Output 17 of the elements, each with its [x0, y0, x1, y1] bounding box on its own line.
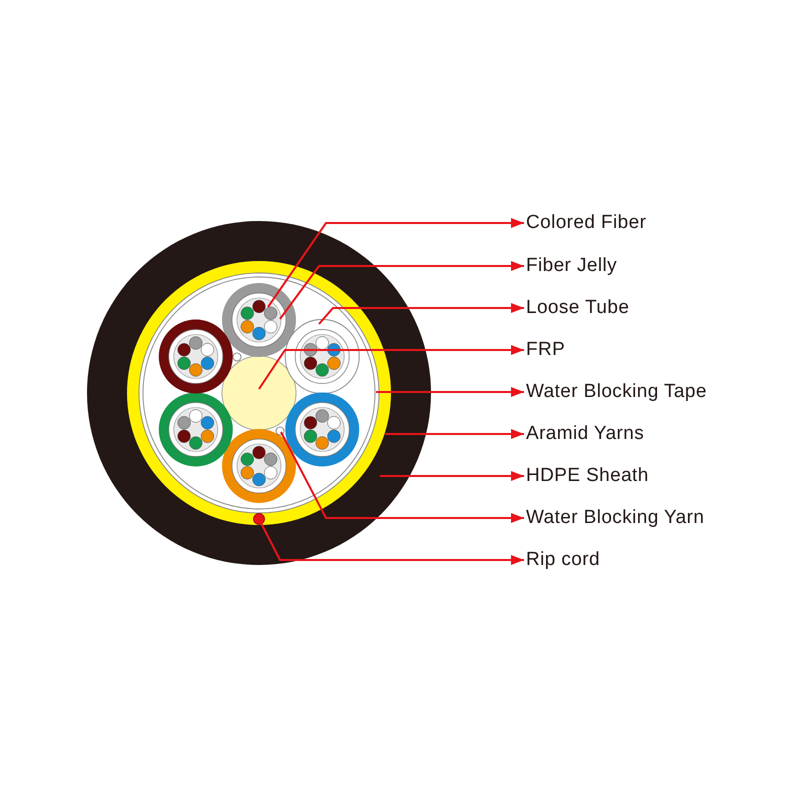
callout-label: Aramid Yarns: [524, 422, 646, 446]
leader-line: [267, 218, 524, 308]
callout-label: Loose Tube: [524, 296, 632, 320]
callout-label: Rip cord: [524, 548, 602, 572]
callout-label: Water Blocking Yarn: [524, 506, 706, 530]
leader-line: [279, 261, 524, 320]
leader-line: [280, 432, 524, 523]
leader-line: [376, 387, 524, 397]
leader-line: [318, 303, 524, 325]
callout-label: Fiber Jelly: [524, 254, 619, 278]
leader-line: [385, 429, 524, 439]
callout-label: FRP: [524, 338, 568, 362]
callout-label: Water Blocking Tape: [524, 380, 709, 404]
leader-line: [380, 471, 524, 481]
callout-label: Colored Fiber: [524, 211, 648, 235]
callout-label: HDPE Sheath: [524, 464, 651, 488]
leader-line: [258, 345, 524, 390]
